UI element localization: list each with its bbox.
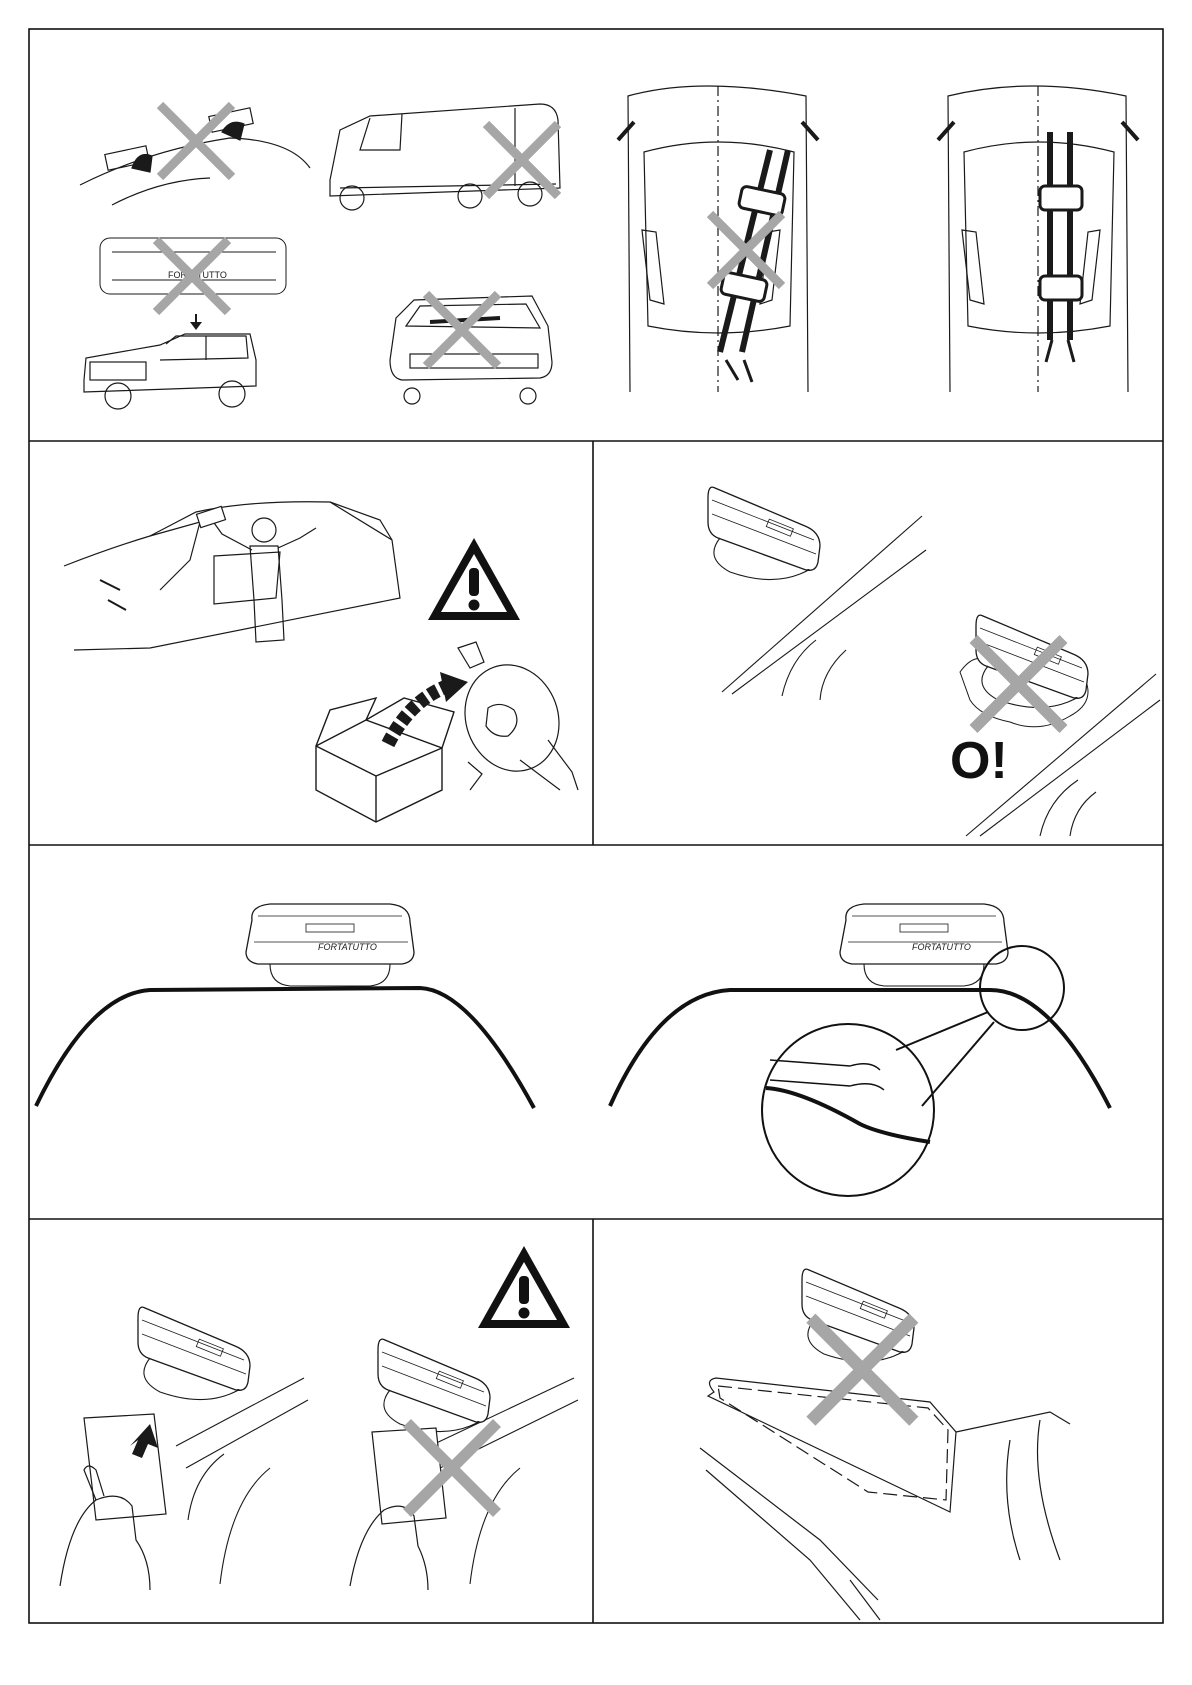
- roof-rack-illustration: [378, 1339, 490, 1431]
- panel-6: [700, 1269, 1070, 1620]
- strap-correct-illustration: [938, 86, 1138, 392]
- dirty-label: O!: [950, 732, 1008, 790]
- hatchback-illustration: [390, 296, 552, 404]
- panel-4: FORTATUTTO FORTATUTTO: [36, 904, 1110, 1196]
- car-cleaning-illustration: [64, 502, 400, 650]
- box-illustration: [316, 698, 454, 822]
- car-roof-illustration: [80, 108, 310, 205]
- panel-2: [64, 502, 578, 822]
- suv-illustration: [84, 334, 256, 409]
- sunroof-illustration: [700, 1378, 1070, 1620]
- panel-3: O!: [708, 487, 1160, 836]
- warning-triangle-icon: [478, 1246, 570, 1328]
- panel-5: [60, 1246, 578, 1590]
- cross-mark-icon: [160, 105, 232, 177]
- brand-mark-label: FORTATUTTO: [318, 942, 377, 952]
- arrow-icon: [190, 314, 202, 330]
- arrow-icon: [388, 672, 468, 744]
- strap-straight: [1040, 132, 1082, 362]
- roof-profile-line: [36, 988, 534, 1108]
- suction-pad-cleaning-illustration: [450, 642, 578, 790]
- roof-rack-illustration: [802, 1269, 914, 1361]
- brand-mark-label: FORTATUTTO: [912, 942, 971, 952]
- panel-1: FORTATUTTO: [80, 86, 1138, 409]
- roof-rack-illustration: [708, 487, 820, 579]
- warning-triangle-icon: [428, 538, 520, 620]
- roof-profile-line: [610, 990, 1110, 1108]
- rack-top-view-illustration: FORTATUTTO: [100, 238, 286, 294]
- strap-incorrect-illustration: [618, 86, 818, 392]
- magnifier-circle-icon: [762, 946, 1064, 1196]
- roof-rack-illustration: [138, 1307, 250, 1399]
